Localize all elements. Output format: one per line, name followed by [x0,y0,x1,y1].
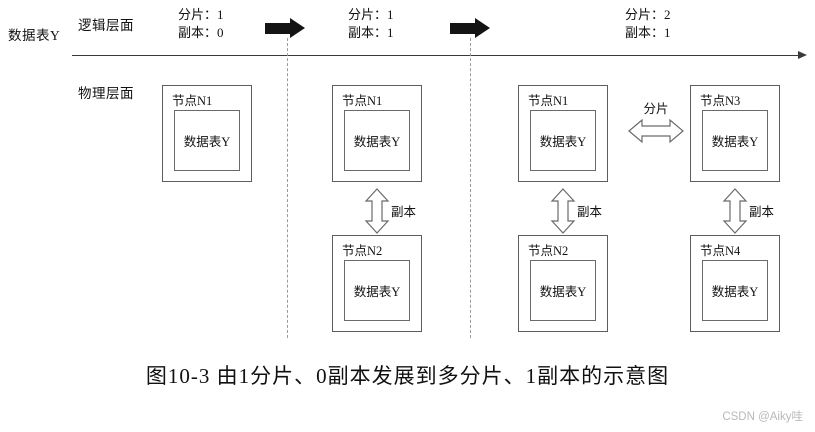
stage-2-shard-count: 分片：1 [348,7,394,22]
stage-divider-1 [287,38,288,338]
logical-layer-label: 逻辑层面 [78,18,134,33]
stage-1-replica-count: 副本：0 [178,24,224,40]
stage-1-stats: 分片：1 副本：0 [178,6,224,42]
data-table-label: 数据表Y [711,135,759,149]
timeline-arrowhead-icon [798,50,807,59]
node-box-n2-stage3: 节点N2 数据表Y [518,235,608,332]
data-table-label: 数据表Y [353,285,401,299]
data-table-box: 数据表Y [344,110,410,171]
stage-3-stats: 分片：2 副本：1 [625,6,671,42]
replica-arrow-stage3-left-label: 副本 [577,205,603,219]
data-table-label: 数据表Y [539,135,587,149]
node-box-n1-stage3: 节点N1 数据表Y [518,85,608,182]
node-box-n4-stage3: 节点N4 数据表Y [690,235,780,332]
data-table-label: 数据表Y [183,135,231,149]
transition-arrow-2-icon [450,18,492,39]
replica-arrow-stage2-icon [364,188,390,234]
watermark: CSDN @Aiky哇 [722,411,803,423]
timeline-row-label: 数据表Y [8,28,61,43]
node-box-n1-stage1: 节点N1 数据表Y [162,85,252,182]
node-title: 节点N2 [528,244,569,258]
physical-layer-label: 物理层面 [78,86,134,101]
shard-arrow-icon [628,118,684,144]
data-table-box: 数据表Y [702,110,768,171]
shard-arrow-label: 分片 [643,102,669,116]
stage-3-shard-count: 分片：2 [625,7,671,22]
node-title: 节点N2 [342,244,383,258]
replica-arrow-stage3-right-icon [722,188,748,234]
data-table-box: 数据表Y [530,110,596,171]
node-box-n1-stage2: 节点N1 数据表Y [332,85,422,182]
timeline-axis [72,55,800,56]
data-table-box: 数据表Y [174,110,240,171]
data-table-label: 数据表Y [711,285,759,299]
stage-1-shard-count: 分片：1 [178,7,224,22]
node-title: 节点N1 [172,94,213,108]
stage-3-replica-count: 副本：1 [625,24,671,40]
stage-2-replica-count: 副本：1 [348,24,394,40]
node-title: 节点N3 [700,94,741,108]
node-title: 节点N1 [528,94,569,108]
figure-caption: 图10-3 由1分片、0副本发展到多分片、1副本的示意图 [145,364,670,388]
data-table-box: 数据表Y [344,260,410,321]
node-box-n3-stage3: 节点N3 数据表Y [690,85,780,182]
replica-arrow-stage3-right-label: 副本 [749,205,775,219]
node-title: 节点N4 [700,244,741,258]
transition-arrow-1-icon [265,18,307,39]
data-table-label: 数据表Y [353,135,401,149]
stage-divider-2 [470,38,471,338]
data-table-box: 数据表Y [530,260,596,321]
replica-arrow-stage3-left-icon [550,188,576,234]
replica-arrow-stage2-label: 副本 [391,205,417,219]
data-table-label: 数据表Y [539,285,587,299]
data-table-box: 数据表Y [702,260,768,321]
node-title: 节点N1 [342,94,383,108]
stage-2-stats: 分片：1 副本：1 [348,6,394,42]
node-box-n2-stage2: 节点N2 数据表Y [332,235,422,332]
